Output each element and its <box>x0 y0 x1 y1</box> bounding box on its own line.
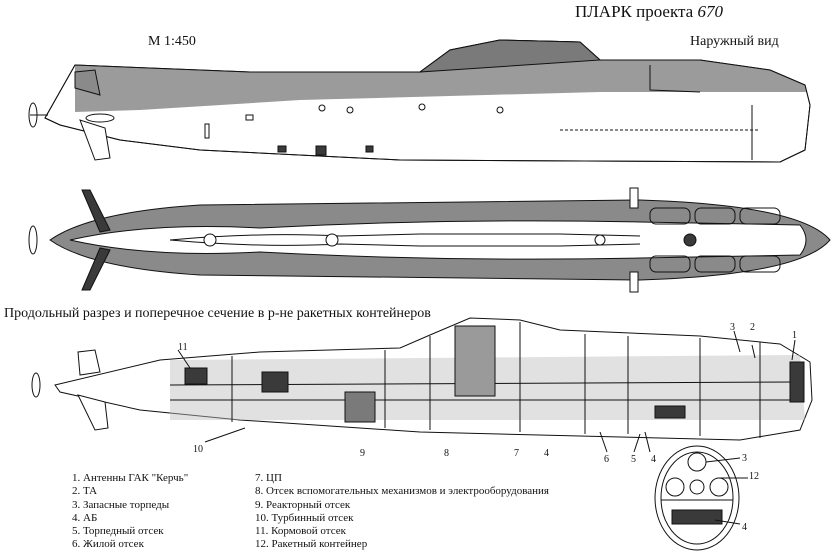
legend-item: 9. Реакторный отсек <box>255 498 351 511</box>
legend-right: 7. ЦП 8. Отсек вспомогательных механизмо… <box>255 472 549 552</box>
callout-4-b: 4 <box>651 454 656 465</box>
external-view-label: Наружный вид <box>690 34 779 49</box>
legend-item: 5. Торпедный отсек <box>72 525 164 538</box>
callout-5: 5 <box>631 454 636 465</box>
project-number: 670 <box>697 2 723 21</box>
legend-left: 1. Антенны ГАК "Керчь" 2. ТА 3. Запасные… <box>72 472 188 552</box>
top-view <box>28 187 831 293</box>
legend-item: 10. Турбинный отсек <box>255 511 354 524</box>
callout-9: 9 <box>360 448 365 459</box>
drawing-title: ПЛАРК проекта 670 <box>575 2 723 22</box>
callout-8: 8 <box>444 448 449 459</box>
legend-item: 11. Кормовой отсек <box>255 525 346 538</box>
callout-1: 1 <box>792 330 797 341</box>
legend-item: 7. ЦП <box>255 472 282 484</box>
callout-4-cross: 4 <box>742 522 747 533</box>
legend-item: 8. Отсек вспомогательных механизмов и эл… <box>255 485 549 498</box>
legend-item: 3. Запасные торпеды <box>72 498 170 511</box>
legend-item: 2. ТА <box>72 485 98 498</box>
callout-3: 3 <box>730 322 735 333</box>
callout-2: 2 <box>750 322 755 333</box>
side-view <box>28 39 811 163</box>
callout-6: 6 <box>604 454 609 465</box>
callout-10: 10 <box>193 444 203 455</box>
legend-item: 1. Антенны ГАК "Керчь" <box>72 472 189 484</box>
container-hatches-top <box>649 207 781 273</box>
title-prefix: ПЛАРК проекта <box>575 2 694 21</box>
scale-label: М 1:450 <box>148 34 196 49</box>
legend-item: 12. Ракетный контейнер <box>255 538 368 551</box>
cross-section <box>654 445 748 551</box>
callout-4-a: 4 <box>544 448 549 459</box>
legend-item: 4. АБ <box>72 511 98 524</box>
callout-12: 12 <box>749 471 759 482</box>
legend-item: 6. Жилой отсек <box>72 538 144 551</box>
callout-11: 11 <box>178 342 188 353</box>
section-caption: Продольный разрез и поперечное сечение в… <box>4 306 431 321</box>
longitudinal-section <box>31 317 813 453</box>
callout-7: 7 <box>514 448 519 459</box>
callout-3-cross: 3 <box>742 453 747 464</box>
